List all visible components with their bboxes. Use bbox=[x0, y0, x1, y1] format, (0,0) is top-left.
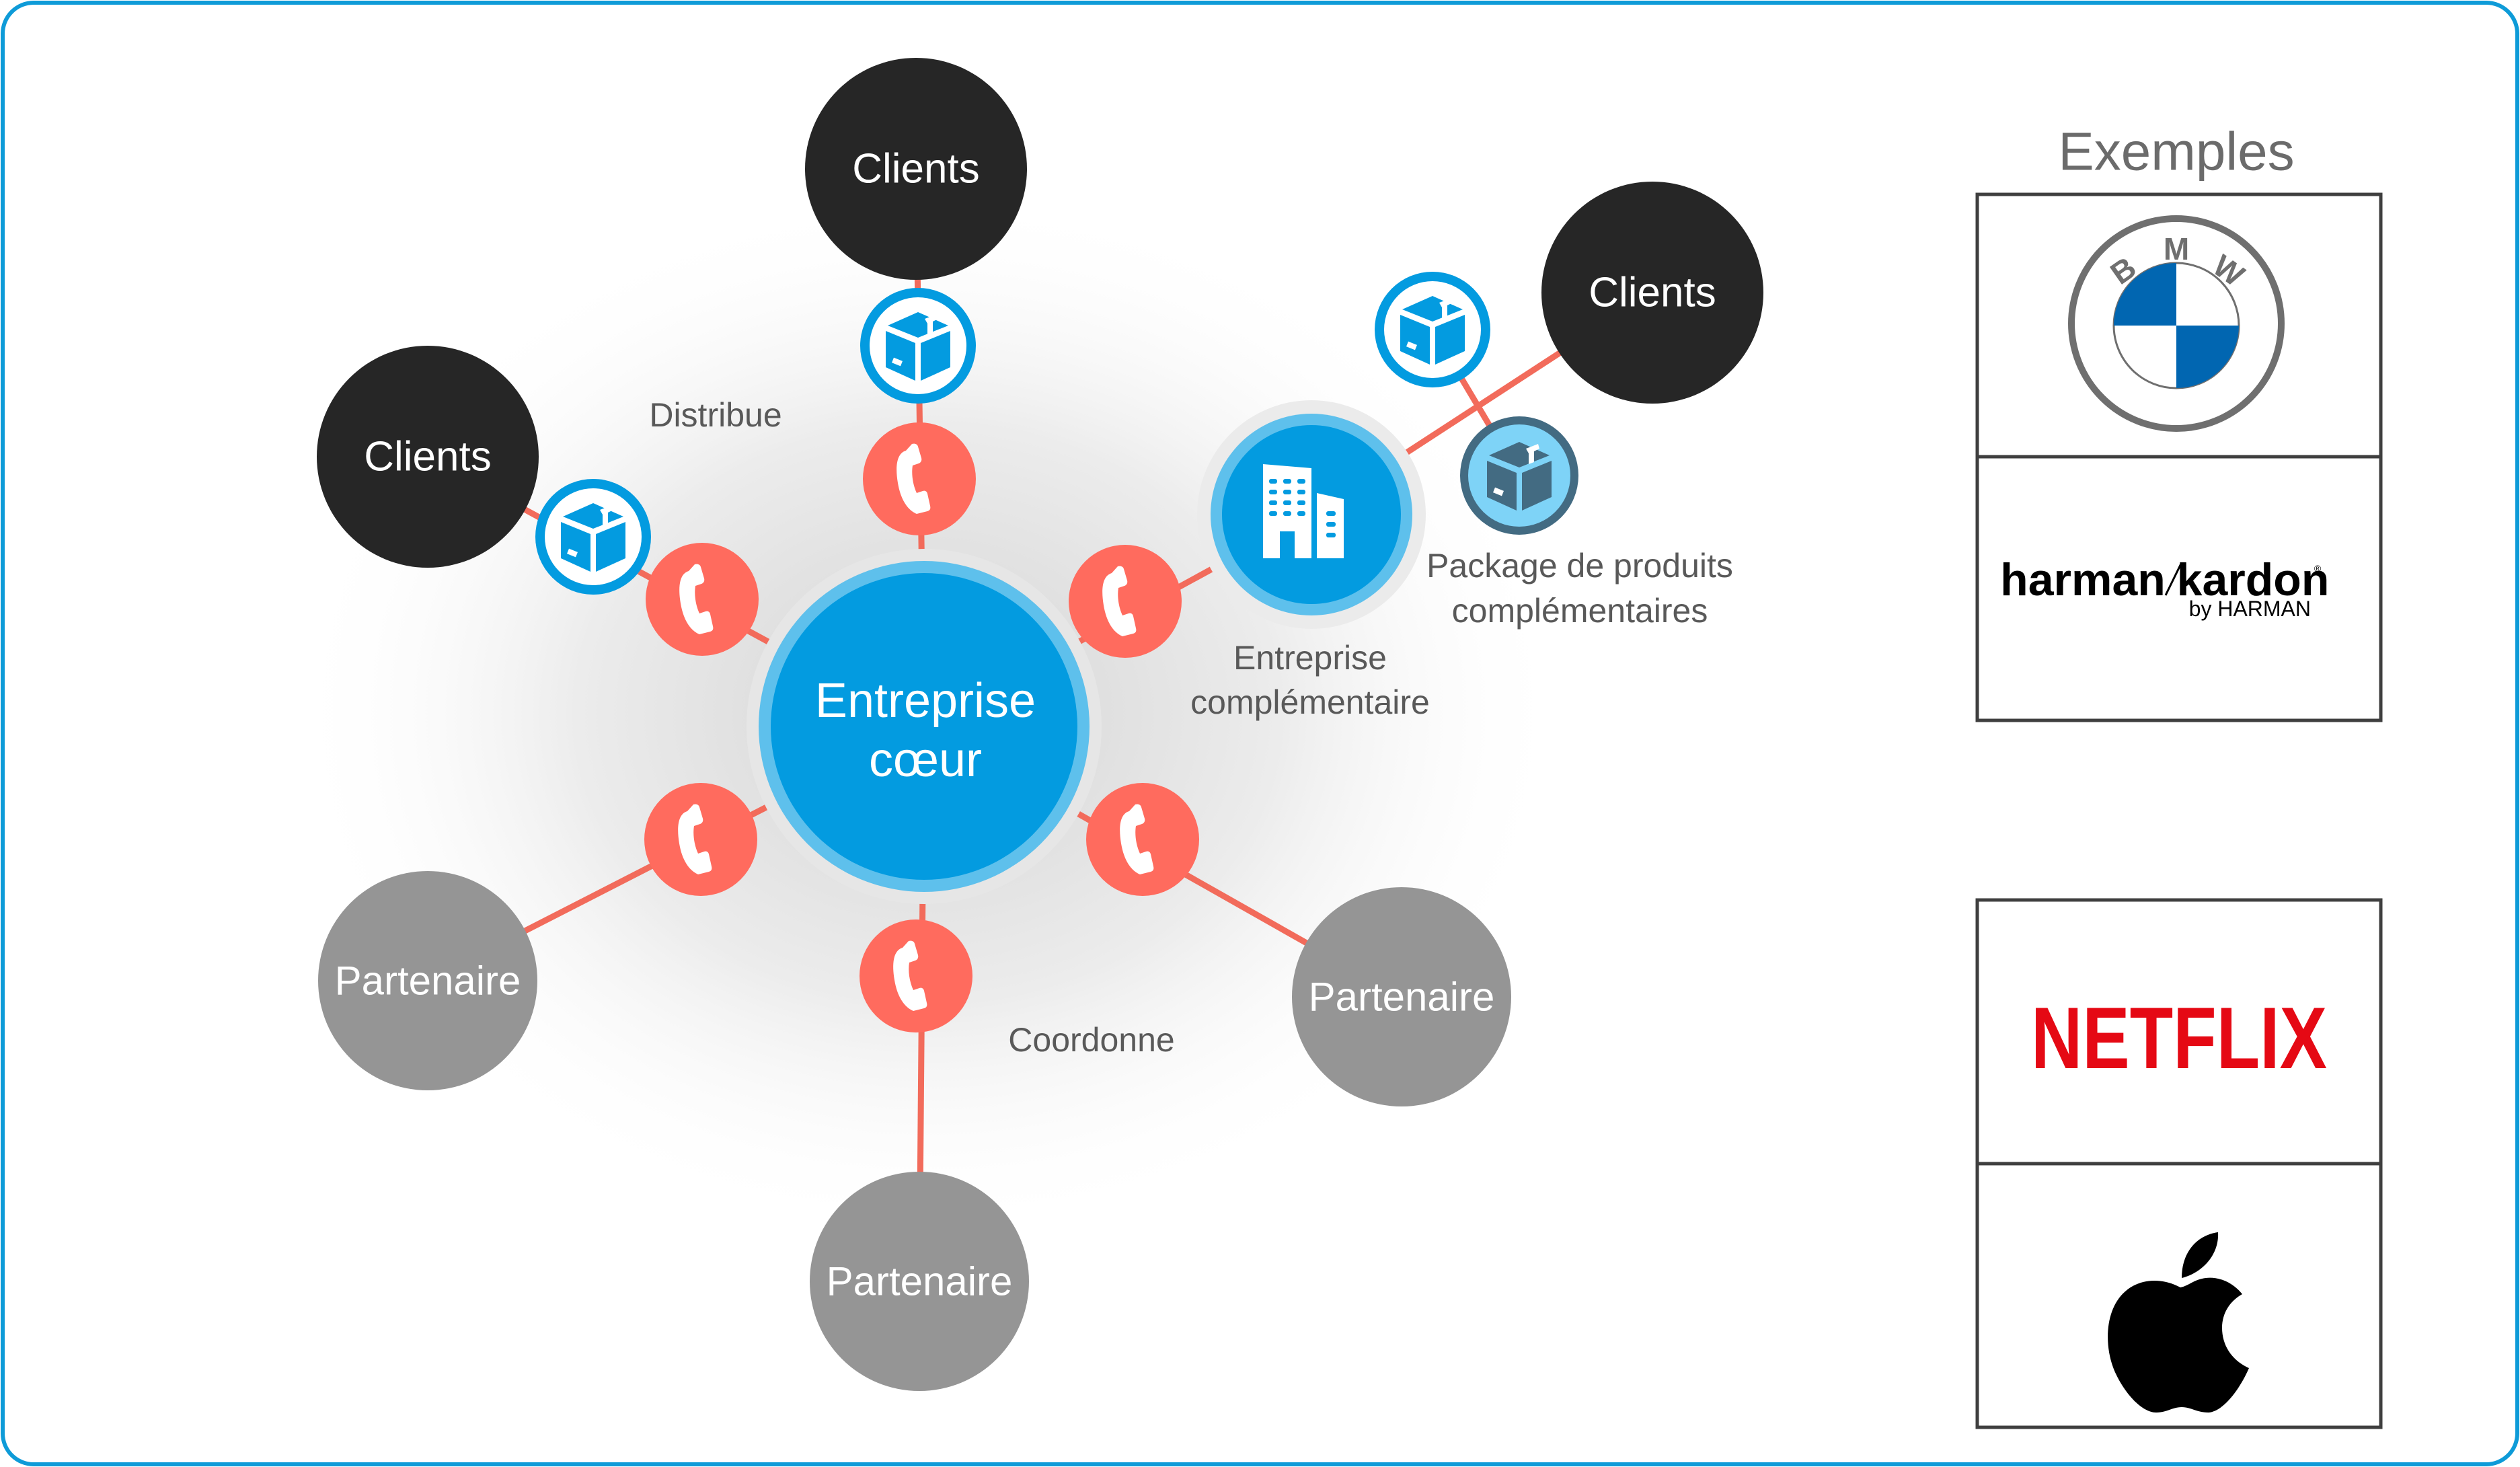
by-harman-text: by HARMAN bbox=[2189, 597, 2311, 621]
clients-node-left[interactable]: Clients bbox=[317, 346, 539, 568]
connector-upper-left[interactable] bbox=[646, 543, 759, 656]
partner-node-bottom[interactable]: Partenaire bbox=[810, 1172, 1029, 1391]
center-core bbox=[771, 573, 1077, 880]
relation-label-coordinate: Coordonne bbox=[1008, 1021, 1174, 1059]
clients-node-right[interactable]: Clients bbox=[1541, 182, 1763, 404]
center-label-line1: Entreprise bbox=[815, 674, 1036, 728]
complementary-label-line2: complémentaire bbox=[1190, 683, 1430, 721]
package-label-line1: Package de produits bbox=[1426, 547, 1733, 585]
package-node-left[interactable] bbox=[535, 479, 651, 595]
registered-mark: ® bbox=[2314, 563, 2322, 574]
center-node[interactable]: Entreprise cœur bbox=[747, 549, 1102, 904]
connector-upper-right[interactable] bbox=[1069, 545, 1182, 658]
examples-panel: Exemples B M W harman kardon ® by HARMAN… bbox=[1975, 122, 2383, 1429]
examples-title: Exemples bbox=[2058, 122, 2294, 182]
clients-label: Clients bbox=[364, 434, 492, 480]
connector-lower-left[interactable] bbox=[644, 783, 757, 896]
apple-logo bbox=[2108, 1232, 2249, 1413]
harman-wordmark: harman bbox=[2000, 554, 2166, 605]
clients-label: Clients bbox=[1589, 270, 1716, 316]
complementary-company-node[interactable] bbox=[1197, 400, 1426, 629]
netflix-logo: NETFLIX bbox=[2031, 989, 2327, 1087]
connector-bottom[interactable] bbox=[860, 919, 972, 1032]
building-icon bbox=[1263, 464, 1344, 558]
logo-box-harman-kardon bbox=[1975, 455, 2383, 722]
partner-label: Partenaire bbox=[827, 1259, 1013, 1304]
complementary-label-line1: Entreprise bbox=[1233, 639, 1387, 677]
partner-label: Partenaire bbox=[335, 958, 521, 1004]
clients-label: Clients bbox=[852, 146, 980, 192]
bmw-letter-m: M bbox=[2164, 231, 2189, 266]
package-node-right[interactable] bbox=[1375, 272, 1490, 387]
harman-kardon-logo: harman kardon ® by HARMAN bbox=[2000, 554, 2329, 621]
kardon-wordmark: kardon bbox=[2177, 554, 2330, 605]
package-label-line2: complémentaires bbox=[1452, 592, 1708, 630]
bmw-logo: B M W bbox=[2068, 215, 2285, 432]
partner-node-right[interactable]: Partenaire bbox=[1292, 887, 1511, 1106]
relation-label-distribute: Distribue bbox=[649, 396, 781, 434]
package-node-complementary[interactable] bbox=[1460, 416, 1578, 535]
package-node-top[interactable] bbox=[860, 288, 976, 404]
partner-label: Partenaire bbox=[1309, 975, 1495, 1020]
partner-node-left[interactable]: Partenaire bbox=[318, 871, 537, 1090]
center-label-line2: cœur bbox=[869, 733, 982, 787]
connector-lower-right[interactable] bbox=[1086, 783, 1199, 896]
connector-top[interactable] bbox=[863, 422, 976, 535]
clients-node-top[interactable]: Clients bbox=[805, 58, 1027, 280]
